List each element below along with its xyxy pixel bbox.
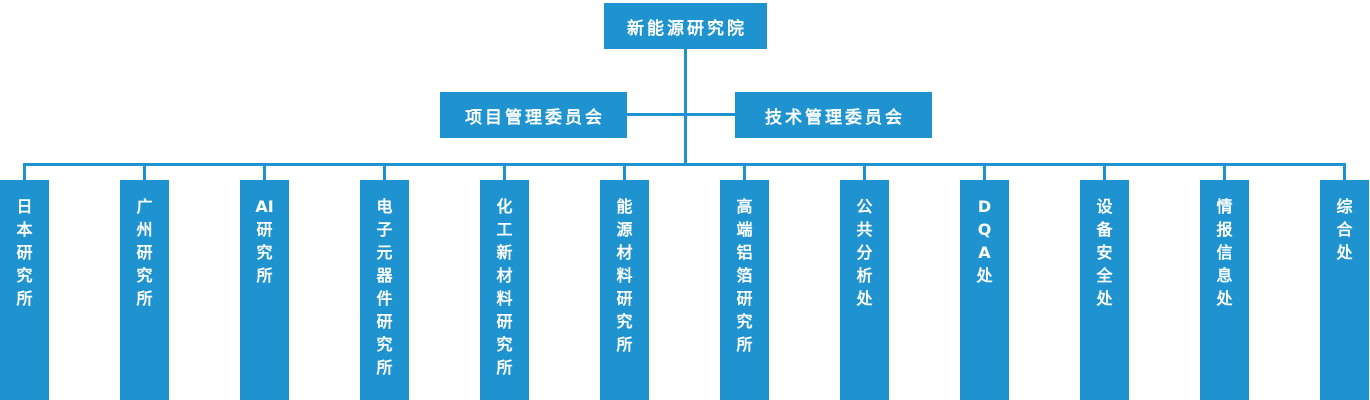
org-unit-label-line: 所: [256, 266, 273, 285]
org-unit-label-line: 工: [496, 220, 513, 239]
org-unit-label-line: 研: [136, 243, 153, 262]
org-unit-label-line: 信: [1216, 243, 1233, 262]
org-unit-label-line: 综: [1336, 197, 1353, 216]
org-unit-label-line: 箔: [736, 266, 753, 285]
connector-root-vertical: [684, 49, 687, 163]
org-unit-label-line: 研: [16, 243, 33, 262]
org-unit-label-line: 所: [376, 358, 393, 377]
connector-drop-line: [23, 166, 26, 180]
org-unit-label-line: 分: [856, 243, 873, 262]
connector-drop-line: [1343, 166, 1346, 180]
org-unit-label-line: 材: [616, 243, 633, 262]
org-unit-label-line: 研: [496, 312, 513, 331]
org-unit-box: 能源材料研究所: [600, 180, 649, 400]
org-unit-label-line: 研: [616, 289, 633, 308]
org-unit-label-line: 处: [856, 289, 873, 308]
org-unit-label-line: 件: [376, 289, 393, 308]
org-unit-label-line: 高: [736, 197, 753, 216]
org-unit-label-line: 能: [616, 197, 633, 216]
connector-drop-line: [263, 166, 266, 180]
org-unit-label-line: 共: [856, 220, 873, 239]
org-node-root: 新能源研究院: [604, 3, 767, 49]
org-unit-label-line: 端: [736, 220, 753, 239]
org-unit-label-line: 究: [136, 266, 153, 285]
org-unit-label-line: 公: [856, 197, 873, 216]
org-unit-label-line: 究: [616, 312, 633, 331]
org-unit-label-line: 电: [376, 197, 393, 216]
connector-drop-line: [1223, 166, 1226, 180]
org-unit-label-line: 究: [256, 243, 273, 262]
connector-drop-line: [743, 166, 746, 180]
org-unit-label-line: 究: [496, 335, 513, 354]
org-unit-box: 公共分析处: [840, 180, 889, 400]
org-unit-label-line: AI: [255, 197, 274, 216]
org-unit-label-line: Q: [977, 220, 992, 239]
org-unit-label-line: 研: [256, 220, 273, 239]
org-unit-label-line: 本: [16, 220, 33, 239]
connector-main-horizontal: [23, 163, 1346, 166]
org-unit-box: 综合处: [1320, 180, 1369, 400]
org-unit-label-line: 化: [496, 197, 513, 216]
org-unit-box: 电子元器件研究所: [360, 180, 409, 400]
org-unit-label-line: 处: [976, 266, 993, 285]
org-unit-label-line: D: [977, 197, 992, 216]
org-unit-box: 广州研究所: [120, 180, 169, 400]
org-unit-label-line: 铝: [736, 243, 753, 262]
org-unit-box: 设备安全处: [1080, 180, 1129, 400]
org-unit-label-line: 究: [376, 335, 393, 354]
org-unit-label-line: 究: [736, 312, 753, 331]
org-unit-label-line: 处: [1096, 289, 1113, 308]
org-unit-label-line: 处: [1336, 243, 1353, 262]
connector-drop-line: [863, 166, 866, 180]
org-unit-label-line: 所: [16, 289, 33, 308]
org-unit-label-line: 研: [736, 289, 753, 308]
org-unit-label-line: 所: [736, 335, 753, 354]
org-unit-label-line: 合: [1336, 220, 1353, 239]
org-unit-label-line: 所: [496, 358, 513, 377]
connector-drop-line: [143, 166, 146, 180]
org-unit-label-line: 州: [136, 220, 153, 239]
org-node-committee-technology: 技术管理委员会: [735, 92, 932, 138]
org-unit-label-line: 备: [1096, 220, 1113, 239]
org-unit-label-line: 全: [1096, 266, 1113, 285]
org-node-committee-project: 项目管理委员会: [440, 92, 627, 138]
org-unit-box: 化工新材料研究所: [480, 180, 529, 400]
org-unit-label-line: 源: [616, 220, 633, 239]
org-unit-label-line: 析: [856, 266, 873, 285]
org-unit-box: AI 研究所: [240, 180, 289, 400]
org-unit-label-line: 广: [136, 197, 153, 216]
connector-drop-line: [383, 166, 386, 180]
org-unit-box: 日本研究所: [0, 180, 49, 400]
org-unit-label-line: 情: [1216, 197, 1233, 216]
connector-drop-line: [983, 166, 986, 180]
org-unit-label-line: 料: [496, 289, 513, 308]
org-unit-label-line: 器: [376, 266, 393, 285]
org-unit-label-line: 新: [496, 243, 513, 262]
org-unit-label-line: 处: [1216, 289, 1233, 308]
org-unit-label-line: 元: [376, 243, 393, 262]
org-unit-label-line: 材: [496, 266, 513, 285]
org-unit-label-line: 料: [616, 266, 633, 285]
org-unit-label-line: 究: [16, 266, 33, 285]
org-unit-label-line: 息: [1216, 266, 1233, 285]
org-unit-label-line: 所: [616, 335, 633, 354]
org-unit-box: 情报信息处: [1200, 180, 1249, 400]
org-unit-label-line: A: [978, 243, 991, 262]
org-unit-label-line: 设: [1096, 197, 1113, 216]
org-unit-label-line: 报: [1216, 220, 1233, 239]
org-unit-label-line: 安: [1096, 243, 1113, 262]
connector-drop-line: [623, 166, 626, 180]
connector-drop-line: [1103, 166, 1106, 180]
org-unit-box: 高端铝箔研究所: [720, 180, 769, 400]
org-unit-label-line: 研: [376, 312, 393, 331]
org-unit-label-line: 所: [136, 289, 153, 308]
connector-committee-horizontal: [627, 113, 735, 116]
connector-drop-line: [503, 166, 506, 180]
org-unit-label-line: 日: [16, 197, 33, 216]
org-unit-label-line: 子: [376, 220, 393, 239]
